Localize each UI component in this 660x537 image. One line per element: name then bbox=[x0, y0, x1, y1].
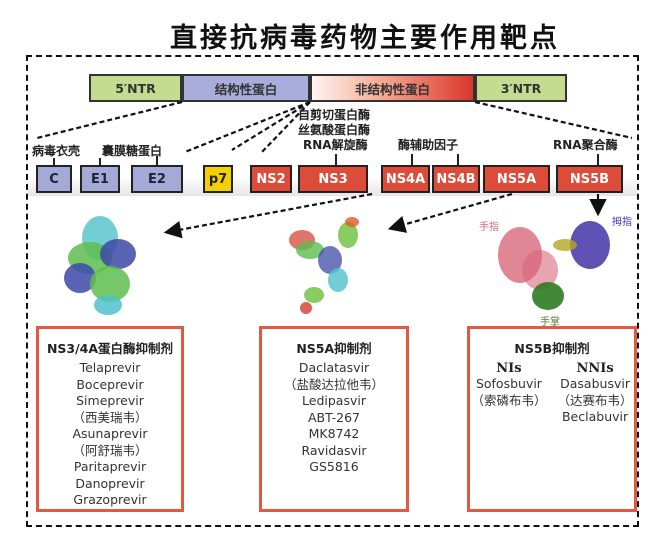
drug-item: （阿舒瑞韦） bbox=[72, 442, 148, 458]
drug-item: Sofosbuvir bbox=[475, 376, 542, 391]
label-thumb: 拇指 bbox=[612, 217, 632, 228]
drug-item: （达赛布韦） bbox=[557, 392, 633, 408]
drug-item: （西美瑞韦） bbox=[72, 409, 148, 425]
connector-nonstructural-to-p7 bbox=[231, 101, 311, 151]
connector-3ntr-to-end bbox=[474, 100, 633, 140]
drug-item: （盐酸达拉他韦） bbox=[283, 376, 384, 392]
label-envelope-glycoprotein: 囊膜糖蛋白 bbox=[102, 144, 163, 158]
protein-e2: E2 bbox=[131, 165, 183, 193]
ns5a-structure-image bbox=[289, 217, 359, 314]
drug-item: Simeprevir bbox=[76, 393, 144, 408]
label-rna-polymerase: RNA聚合酶 bbox=[553, 138, 618, 152]
drug-item: Ravidasvir bbox=[301, 442, 367, 458]
arrow-ns5a-to-structure bbox=[387, 192, 513, 233]
genome-segment-5ntr: 5′NTR bbox=[89, 74, 182, 102]
drug-item: Daclatasvir bbox=[298, 360, 370, 375]
ns3-4a-structure-image bbox=[64, 216, 136, 315]
connector-5ntr-to-capsid bbox=[36, 100, 183, 140]
label-enzyme-cofactor: 酶辅助因子 bbox=[398, 138, 459, 152]
drug-list: Sofosbuvir （索磷布韦） bbox=[471, 376, 546, 409]
drug-item: GS5816 bbox=[309, 459, 359, 474]
drug-box-title: NS5B抑制剂 bbox=[514, 341, 590, 356]
drug-list: Telaprevir Boceprevir Simeprevir （西美瑞韦） … bbox=[39, 360, 181, 509]
drug-column-nis: NIs Sofosbuvir （索磷布韦） bbox=[471, 361, 546, 409]
protein-ns5b: NS5B bbox=[556, 165, 623, 193]
connector-structural-to-e2 bbox=[184, 100, 311, 154]
protein-ns5a: NS5A bbox=[483, 165, 550, 193]
tick-ns4b bbox=[457, 154, 459, 166]
drug-column-nnis: NNIs Dasabusvir （达赛布韦） Beclabuvir bbox=[558, 361, 633, 426]
tick-e2 bbox=[156, 156, 158, 166]
drug-item: Boceprevir bbox=[76, 376, 144, 392]
drug-item: Asunaprevir bbox=[72, 426, 148, 441]
dashed-frame bbox=[26, 55, 639, 527]
label-fingers: 手指 bbox=[479, 222, 499, 233]
protein-p7: p7 bbox=[203, 165, 233, 193]
drug-list: Dasabusvir （达赛布韦） Beclabuvir bbox=[558, 376, 633, 426]
drug-item: Grazoprevir bbox=[73, 492, 147, 507]
protein-ns3: NS3 bbox=[298, 165, 368, 193]
protein-ns2: NS2 bbox=[250, 165, 292, 193]
protein-c: C bbox=[36, 165, 72, 193]
drug-item: Danoprevir bbox=[75, 475, 145, 491]
drug-item: Beclabuvir bbox=[561, 409, 629, 424]
tick-e1 bbox=[99, 158, 101, 166]
label-ns3-autoprotease: 自剪切蛋白酶 bbox=[298, 108, 371, 122]
drug-box-ns5a: NS5A抑制剂 Daclatasvir （盐酸达拉他韦） Ledipasvir … bbox=[259, 326, 409, 512]
drug-item: Telaprevir bbox=[79, 360, 141, 375]
column-heading: NIs bbox=[496, 361, 522, 376]
label-ns3-rna-helicase: RNA解旋酶 bbox=[303, 138, 368, 152]
column-heading: NNIs bbox=[576, 361, 614, 376]
label-palm: 手掌 bbox=[540, 317, 560, 328]
drug-box-title: NS5A抑制剂 bbox=[296, 341, 372, 356]
drug-item: Ledipasvir bbox=[302, 393, 366, 408]
drug-list: Daclatasvir （盐酸达拉他韦） Ledipasvir ABT-267 … bbox=[262, 360, 406, 476]
drug-item: MK8742 bbox=[308, 426, 360, 441]
tick-ns5b bbox=[597, 154, 599, 166]
page-title: 直接抗病毒药物主要作用靶点 bbox=[170, 23, 560, 54]
genome-segment-3ntr: 3′NTR bbox=[475, 74, 567, 102]
genome-segment-nonstructural: 非结构性蛋白 bbox=[310, 74, 475, 102]
tick-c bbox=[53, 158, 55, 166]
drug-box-ns3-4a: NS3/4A蛋白酶抑制剂 Telaprevir Boceprevir Simep… bbox=[36, 326, 184, 512]
drug-box-ns5b: NS5B抑制剂 NIs Sofosbuvir （索磷布韦） NNIs Dasab… bbox=[467, 326, 637, 512]
drug-item: Paritaprevir bbox=[73, 459, 147, 474]
connector-nonstructural-to-ns3 bbox=[261, 101, 311, 153]
tick-ns4a bbox=[411, 154, 413, 166]
protein-ns4a: NS4A bbox=[381, 165, 430, 193]
protein-ns4b: NS4B bbox=[432, 165, 480, 193]
label-ns3-serine-protease: 丝氨酸蛋白酶 bbox=[298, 123, 371, 137]
drug-item: ABT-267 bbox=[308, 409, 360, 425]
drug-box-title: NS3/4A蛋白酶抑制剂 bbox=[46, 341, 174, 356]
ns5b-structure-image bbox=[498, 221, 610, 310]
drug-item: （索磷布韦） bbox=[471, 392, 547, 408]
arrow-ns3-to-structure bbox=[163, 192, 373, 239]
protein-e1: E1 bbox=[80, 165, 120, 193]
tick-ns3 bbox=[335, 154, 337, 166]
drug-item: Dasabusvir bbox=[560, 376, 630, 391]
label-capsid: 病毒衣壳 bbox=[32, 144, 81, 158]
genome-segment-structural: 结构性蛋白 bbox=[182, 74, 310, 102]
